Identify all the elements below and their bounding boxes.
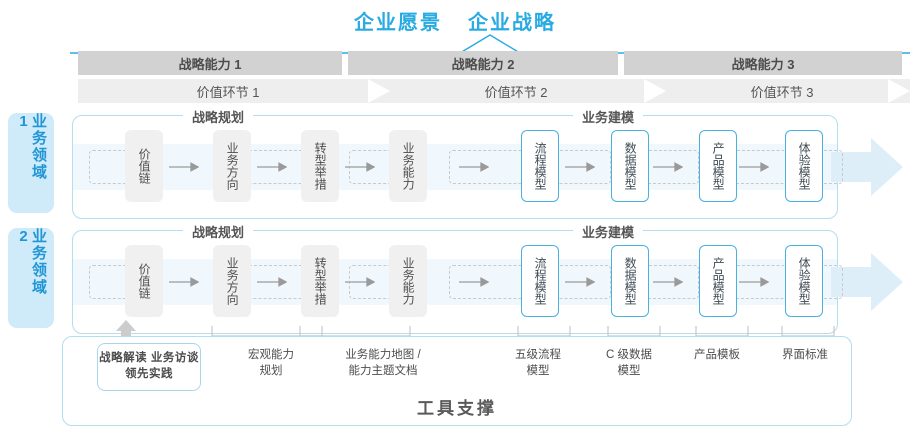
node-experience-model-2-label: 体验模型 [797,257,812,305]
tool-support-container: 战略解读 业务访谈 领先实践 宏观能力 规划 业务能力地图 / 能力主题文档 五… [62,336,852,426]
heading-enterprise-vision: 企业愿景 [354,12,442,34]
section-title-modeling-2: 业务建模 [573,222,644,241]
sidebar-item-domain-1-label: 业务领域 1 [15,113,47,181]
value-bar-1[interactable]: 价值环节 1 [78,79,378,103]
node-process-model-2-label: 流程模型 [533,257,548,305]
node-experience-model-1[interactable]: 体验模型 [785,130,823,202]
domain-row-2: 战略规划 业务建模 价值链 业务方向 转型举措 业务能力 流程模型 数据模型 产… [72,222,903,334]
node-business-capability-1-label: 业务能力 [401,142,416,190]
node-transformation-1[interactable]: 转型举措 [301,130,339,202]
node-process-model-1-label: 流程模型 [533,142,548,190]
tool-label-macro-capability: 宏观能力 规划 [248,349,294,378]
node-business-capability-2-label: 业务能力 [401,257,416,305]
node-value-chain-1[interactable]: 价值链 [125,130,163,202]
heading-enterprise-strategy: 企业战略 [468,12,556,34]
tool-label-c-level-data: C 级数据 模型 [606,349,652,378]
connector-arrow-icon-2b [257,277,287,287]
connector-arrow-icon-2e [565,277,595,287]
value-bar-3[interactable]: 价值环节 3 [654,79,910,103]
node-process-model-2[interactable]: 流程模型 [521,245,559,317]
capability-bar-3[interactable]: 战略能力 3 [624,51,902,75]
sidebar-item-domain-1[interactable]: 业务领域 1 [8,113,54,213]
section-title-strategy-1: 战略规划 [183,107,254,126]
connector-arrow-icon-2c [345,277,375,287]
tool-label-five-level-process: 五级流程 模型 [515,349,561,378]
tool-chip-strategy-interpretation[interactable]: 战略解读 业务访谈 领先实践 [97,343,201,391]
connector-arrow-icon-1c [345,162,375,172]
tool-label-capability-map: 业务能力地图 / 能力主题文档 [345,349,421,378]
top-headings: 企业愿景 企业战略 [0,6,910,35]
domain-row-1: 战略规划 业务建模 价值链 业务方向 转型举措 业务能力 流程模型 数据模型 产… [72,107,903,219]
tool-label-product-template: 产品模板 [694,349,740,361]
capability-bar-2[interactable]: 战略能力 2 [348,51,618,75]
node-process-model-1[interactable]: 流程模型 [521,130,559,202]
node-business-direction-2[interactable]: 业务方向 [213,245,251,317]
connector-arrow-icon-1b [257,162,287,172]
node-product-model-1-label: 产品模型 [711,142,726,190]
section-title-strategy-2: 战略规划 [183,222,254,241]
node-business-capability-2[interactable]: 业务能力 [389,245,427,317]
node-business-direction-2-label: 业务方向 [225,257,240,305]
node-value-chain-2-label: 价值链 [137,263,152,299]
node-product-model-2-label: 产品模型 [711,257,726,305]
capability-bar-1[interactable]: 战略能力 1 [78,51,342,75]
sidebar-item-domain-2-label: 业务领域 2 [15,228,47,296]
node-data-model-2-label: 数据模型 [623,257,638,305]
node-data-model-1[interactable]: 数据模型 [611,130,649,202]
sidebar-item-domain-2[interactable]: 业务领域 2 [8,228,54,328]
connector-arrow-icon-2f [653,277,683,287]
value-bar-2[interactable]: 价值环节 2 [378,79,654,103]
node-product-model-2[interactable]: 产品模型 [699,245,737,317]
connector-arrow-icon-2a [169,277,199,287]
node-product-model-1[interactable]: 产品模型 [699,130,737,202]
tool-label-ui-standard: 界面标准 [782,349,828,361]
node-transformation-2[interactable]: 转型举措 [301,245,339,317]
connector-arrow-icon-1e [565,162,595,172]
node-business-capability-1[interactable]: 业务能力 [389,130,427,202]
node-value-chain-1-label: 价值链 [137,148,152,184]
connector-arrow-icon-1g [739,162,769,172]
node-data-model-1-label: 数据模型 [623,142,638,190]
node-transformation-2-label: 转型举措 [313,257,328,305]
value-chain-bar-row: 价值环节 1 价值环节 2 价值环节 3 [78,79,910,103]
node-transformation-1-label: 转型举措 [313,142,328,190]
connector-arrow-icon-1f [653,162,683,172]
connector-arrow-icon-2g [739,277,769,287]
node-business-direction-1[interactable]: 业务方向 [213,130,251,202]
connector-arrow-icon-1a [169,162,199,172]
section-title-modeling-1: 业务建模 [573,107,644,126]
connector-arrow-icon-1d [459,162,489,172]
connector-arrow-icon-2d [459,277,489,287]
footer-title: 工具支撑 [417,399,497,418]
capability-bar-row: 战略能力 1 战略能力 2 战略能力 3 [78,51,902,75]
node-experience-model-2[interactable]: 体验模型 [785,245,823,317]
node-experience-model-1-label: 体验模型 [797,142,812,190]
node-data-model-2[interactable]: 数据模型 [611,245,649,317]
node-business-direction-1-label: 业务方向 [225,142,240,190]
node-value-chain-2[interactable]: 价值链 [125,245,163,317]
